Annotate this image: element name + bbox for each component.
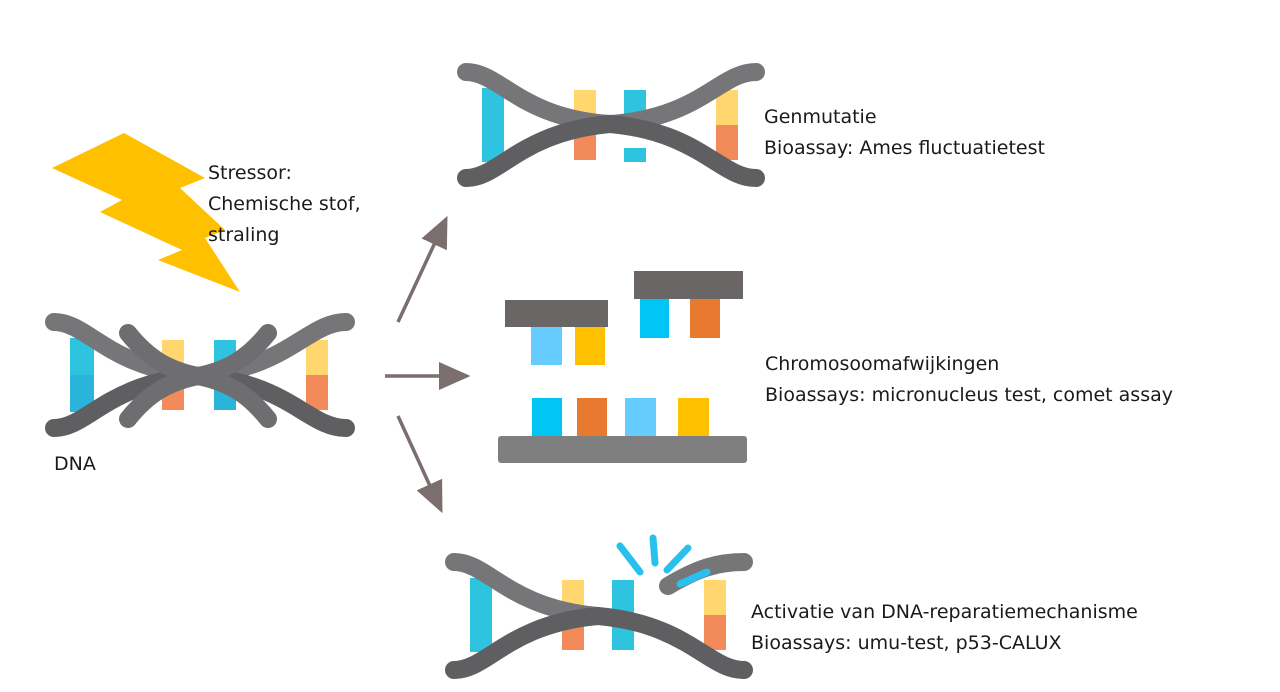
arrows: [385, 215, 471, 514]
dna-helix-main: [45, 313, 355, 437]
stressor-line-2: Chemische stof,: [208, 193, 361, 215]
outcome-bioassay: Bioassays: micronucleus test, comet assa…: [765, 384, 1173, 406]
dna-helix-mutation: [457, 63, 765, 187]
outcome-bioassay: Bioassay: Ames fluctuatietest: [764, 137, 1045, 159]
outcome-title: Activatie van DNA-reparatiemechanisme: [751, 601, 1138, 623]
arrow-to-repair: [396, 415, 443, 514]
lightning-icon: [52, 133, 240, 292]
outcome-title: Genmutatie: [764, 106, 877, 128]
arrow-to-mutation: [396, 215, 448, 323]
stressor-line-1: Stressor:: [208, 162, 292, 184]
chromosome-illustration: [498, 271, 747, 463]
dna-break-icon: [616, 534, 711, 588]
dna-helix-repair: [445, 553, 753, 679]
stressor-line-3: straling: [208, 224, 280, 246]
dna-label: DNA: [54, 453, 96, 475]
outcome-title: Chromosoomafwijkingen: [765, 353, 1000, 375]
outcome-reparatie: Activatie van DNA-reparatiemechanisme Bi…: [751, 597, 1138, 659]
outcome-bioassay: Bioassays: umu-test, p53-CALUX: [751, 632, 1062, 654]
outcome-genmutatie: Genmutatie Bioassay: Ames fluctuatietest: [764, 102, 1045, 164]
stressor-label: Stressor: Chemische stof, straling: [208, 158, 361, 251]
outcome-chromosoom: Chromosoomafwijkingen Bioassays: micronu…: [765, 349, 1173, 411]
